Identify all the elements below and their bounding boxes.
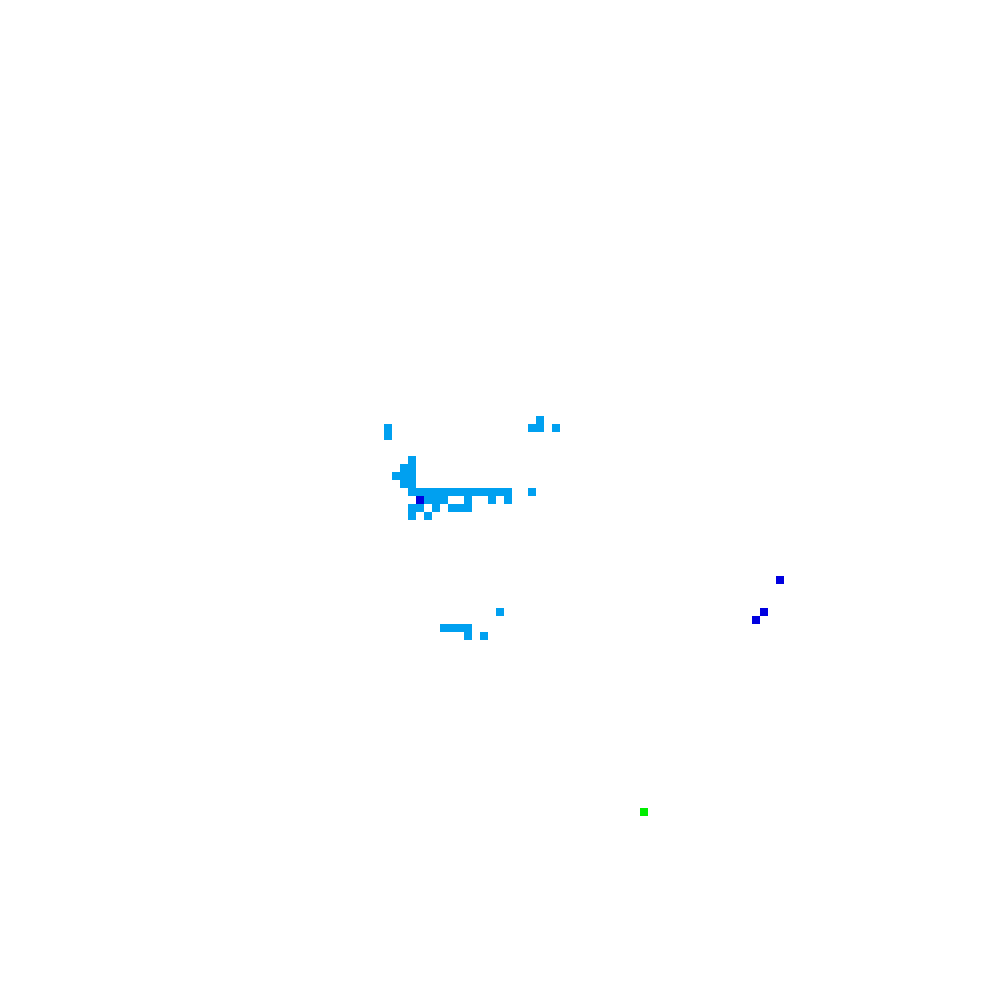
map-cell-light xyxy=(464,624,472,632)
map-cell-light xyxy=(432,504,440,512)
map-cell-light xyxy=(440,496,448,504)
map-cell-highlight xyxy=(640,808,648,816)
map-cell-light xyxy=(456,488,464,496)
map-cell-light xyxy=(408,504,416,512)
map-cell-light xyxy=(384,432,392,440)
map-cell-light xyxy=(448,504,456,512)
map-cell-light xyxy=(536,416,544,424)
map-cell-dark xyxy=(416,496,424,504)
map-cell-light xyxy=(408,488,416,496)
map-cell-light xyxy=(408,464,416,472)
map-cell-light xyxy=(400,480,408,488)
map-cell-light xyxy=(400,472,408,480)
map-cell-light xyxy=(384,424,392,432)
map-cell-light xyxy=(448,488,456,496)
map-cell-light xyxy=(464,488,472,496)
map-cell-light xyxy=(408,512,416,520)
map-cell-light xyxy=(408,456,416,464)
map-cell-dark xyxy=(760,608,768,616)
map-cell-light xyxy=(504,496,512,504)
map-cell-light xyxy=(392,472,400,480)
map-cells-layer xyxy=(384,416,784,816)
map-cell-light xyxy=(480,632,488,640)
map-cell-light xyxy=(408,480,416,488)
map-cell-light xyxy=(504,488,512,496)
map-cell-light xyxy=(464,496,472,504)
map-cell-light xyxy=(448,624,456,632)
map-cell-light xyxy=(536,424,544,432)
map-cell-dark xyxy=(776,576,784,584)
map-cell-light xyxy=(480,488,488,496)
map-cell-light xyxy=(496,488,504,496)
map-cell-light xyxy=(432,488,440,496)
map-cell-light xyxy=(464,504,472,512)
map-cell-light xyxy=(496,608,504,616)
map-cell-light xyxy=(440,488,448,496)
map-cell-light xyxy=(456,504,464,512)
map-cell-light xyxy=(432,496,440,504)
map-cell-light xyxy=(528,424,536,432)
map-cell-light xyxy=(488,488,496,496)
map-cell-light xyxy=(424,488,432,496)
map-cell-light xyxy=(552,424,560,432)
map-cell-light xyxy=(440,624,448,632)
map-cell-light xyxy=(456,624,464,632)
map-cell-light xyxy=(464,632,472,640)
map-cell-light xyxy=(528,488,536,496)
map-cell-light xyxy=(424,512,432,520)
map-cell-light xyxy=(408,472,416,480)
map-cell-light xyxy=(416,504,424,512)
map-cell-dark xyxy=(752,616,760,624)
map-cell-light xyxy=(472,488,480,496)
map-cell-light xyxy=(416,488,424,496)
map-cell-light xyxy=(424,496,432,504)
map-cell-light xyxy=(400,464,408,472)
map-cell-light xyxy=(488,496,496,504)
